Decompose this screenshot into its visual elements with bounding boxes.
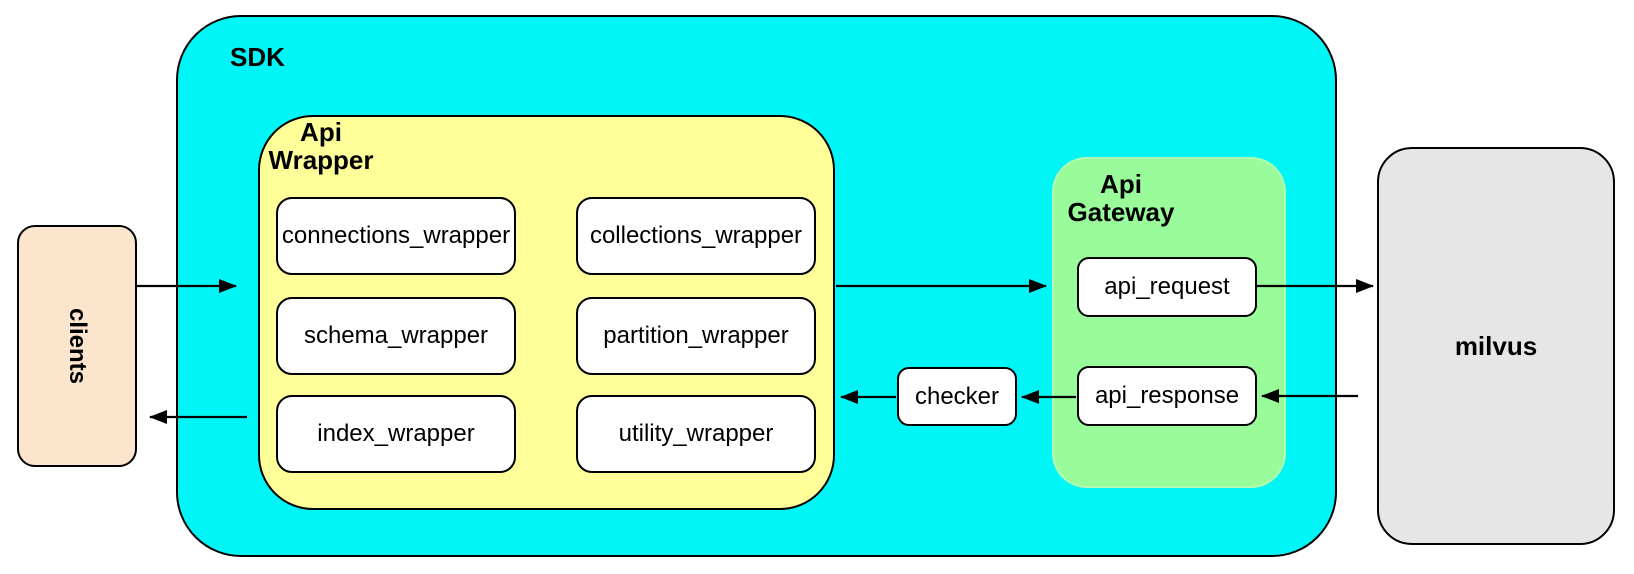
checker-node: checker [897, 367, 1017, 426]
box-connections-wrapper-label: connections_wrapper [281, 222, 511, 249]
box-index-wrapper-label: index_wrapper [317, 420, 475, 447]
api-wrapper-label: Api Wrapper [268, 117, 374, 175]
box-api-request-label: api_request [1104, 273, 1230, 300]
box-connections-wrapper: connections_wrapper [276, 197, 516, 275]
api-gateway-container: Api Gateway [1052, 157, 1286, 488]
box-collections-wrapper-label: collections_wrapper [589, 222, 803, 249]
box-utility-wrapper-label: utility_wrapper [618, 420, 774, 447]
milvus-label: milvus [1454, 330, 1538, 361]
sdk-label: SDK [230, 42, 285, 72]
box-utility-wrapper: utility_wrapper [576, 395, 816, 473]
box-index-wrapper: index_wrapper [276, 395, 516, 473]
clients-label: clients [64, 307, 91, 385]
box-api-request: api_request [1077, 257, 1257, 317]
box-schema-wrapper: schema_wrapper [276, 297, 516, 375]
box-collections-wrapper: collections_wrapper [576, 197, 816, 275]
clients-node: clients [17, 225, 137, 467]
box-api-response-label: api_response [1094, 382, 1240, 409]
milvus-node: milvus [1377, 147, 1615, 545]
api-gateway-label: Api Gateway [1067, 169, 1175, 227]
box-api-response: api_response [1077, 366, 1257, 426]
checker-label: checker [914, 382, 1000, 410]
box-partition-wrapper-label: partition_wrapper [603, 322, 789, 349]
box-partition-wrapper: partition_wrapper [576, 297, 816, 375]
box-schema-wrapper-label: schema_wrapper [303, 322, 489, 349]
